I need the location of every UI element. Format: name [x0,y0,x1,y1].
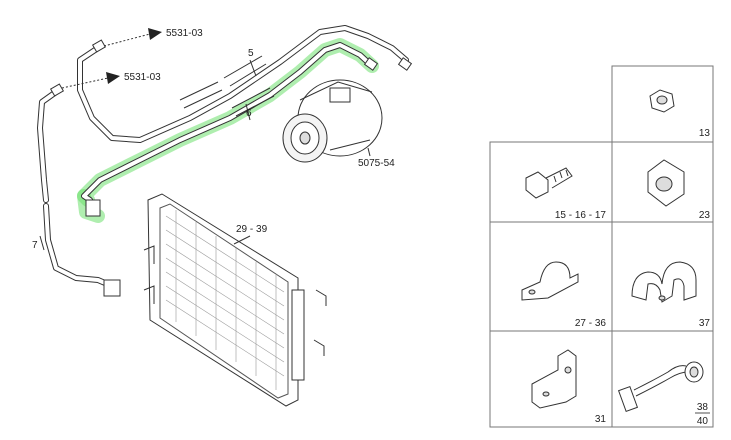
hardware-grid [489,65,714,428]
arrow-icon [106,72,120,84]
hardware-cell-sensor[interactable]: 38 40 [617,361,710,427]
hardware-cell-bolt[interactable]: 15 - 16 - 17 [525,167,607,221]
pipe-6[interactable] [81,42,379,217]
cell-number-cage-nut: 23 [699,210,711,221]
cell-number-nut: 13 [699,128,711,139]
hardware-cell-bracket[interactable]: 31 [531,349,607,425]
callout-pipe-6[interactable]: 6 [246,108,252,119]
cell-number-bracket: 31 [595,414,607,425]
hardware-cell-nut[interactable]: 13 [649,89,711,139]
cell-number-double-clip: 37 [699,318,711,329]
arrow-icon [148,28,162,40]
pipe-5[interactable] [77,25,413,143]
cell-number-sensor-bottom: 40 [697,416,709,427]
cell-number-clip: 27 - 36 [575,318,607,329]
callout-pipe-lower-ref[interactable]: 5531-03 [124,72,161,83]
compressor[interactable] [282,79,383,163]
hardware-cell-double-clip[interactable]: 37 [631,261,711,329]
callout-compressor[interactable]: 5075-54 [358,158,395,169]
pipe-7[interactable] [37,83,121,297]
callout-condenser[interactable]: 29 - 39 [236,224,268,235]
cell-number-bolt: 15 - 16 - 17 [555,210,607,221]
cell-number-sensor-top: 38 [697,402,709,413]
callout-pipe-upper-ref[interactable]: 5531-03 [166,28,203,39]
condenser[interactable] [143,193,327,407]
hardware-cell-clip[interactable]: 27 - 36 [521,261,607,329]
hardware-cell-cage-nut[interactable]: 23 [647,159,711,221]
callout-pipe-7[interactable]: 7 [32,240,38,251]
callout-pipe-5[interactable]: 5 [248,48,254,59]
callout-leaders [39,28,371,251]
